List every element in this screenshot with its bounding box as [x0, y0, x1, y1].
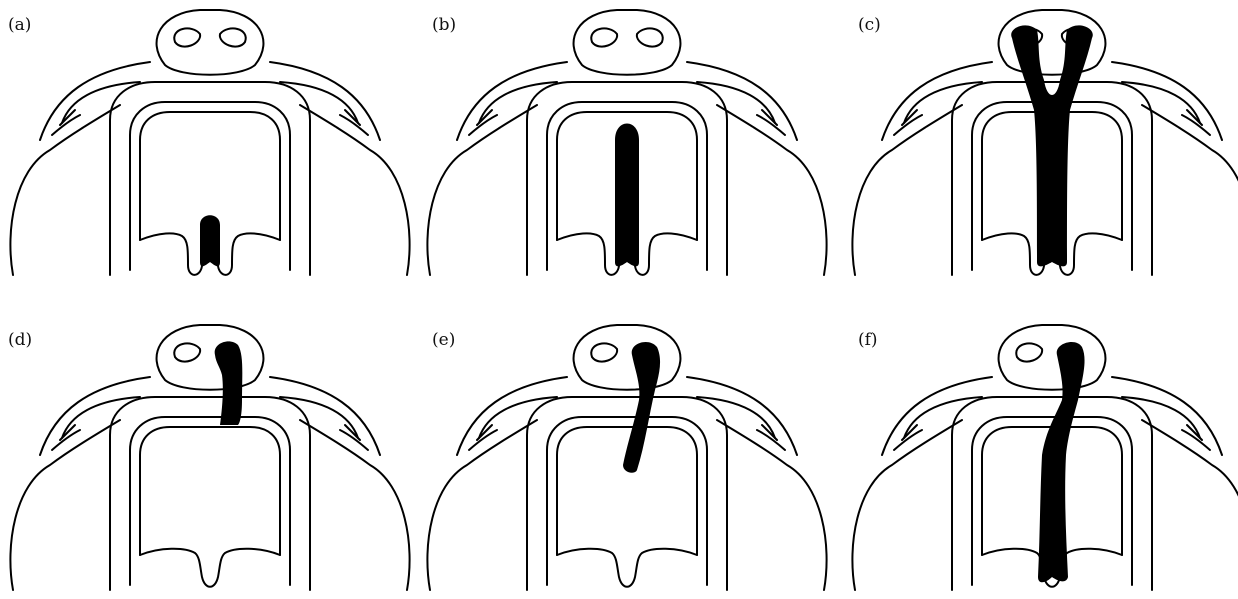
cleft-area-c — [1011, 25, 1093, 266]
cleft-area-b — [615, 124, 639, 267]
panel-f — [852, 325, 1238, 590]
panel-label-e: (e) — [432, 330, 455, 350]
panel-label-b: (b) — [432, 15, 456, 35]
cleft-area-e — [623, 342, 660, 473]
cleft-area-d — [215, 341, 243, 425]
panel-d — [10, 325, 409, 590]
cleft-area-f — [1038, 342, 1085, 582]
panel-label-a: (a) — [8, 15, 31, 35]
panel-label-f: (f) — [858, 330, 878, 350]
panel-b — [427, 10, 826, 275]
panel-label-c: (c) — [858, 15, 881, 35]
panel-label-d: (d) — [8, 330, 32, 350]
cleft-area-a — [200, 215, 220, 266]
panel-e — [427, 325, 826, 590]
panel-a — [10, 10, 409, 275]
panel-c — [852, 10, 1238, 275]
